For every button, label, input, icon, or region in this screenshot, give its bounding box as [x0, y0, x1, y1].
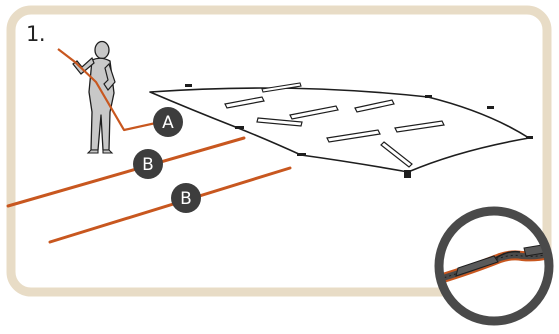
rope-b-lower: [48, 166, 292, 244]
panel-frame: [6, 5, 552, 297]
rope-a: [57, 48, 166, 132]
zoom-detail: [434, 206, 554, 326]
callout-badge-b2: B: [171, 183, 201, 213]
rope-b-upper: [6, 136, 246, 208]
callout-label-b2: B: [180, 189, 192, 209]
step-number: 1.: [26, 22, 46, 46]
pool-cover: [149, 82, 533, 178]
callout-label-a: A: [162, 113, 174, 133]
callout-label-b1: B: [142, 155, 154, 175]
magnifier-ring: [434, 206, 554, 326]
callout-badge-b1: B: [133, 149, 163, 179]
callout-badge-a: A: [153, 107, 183, 137]
